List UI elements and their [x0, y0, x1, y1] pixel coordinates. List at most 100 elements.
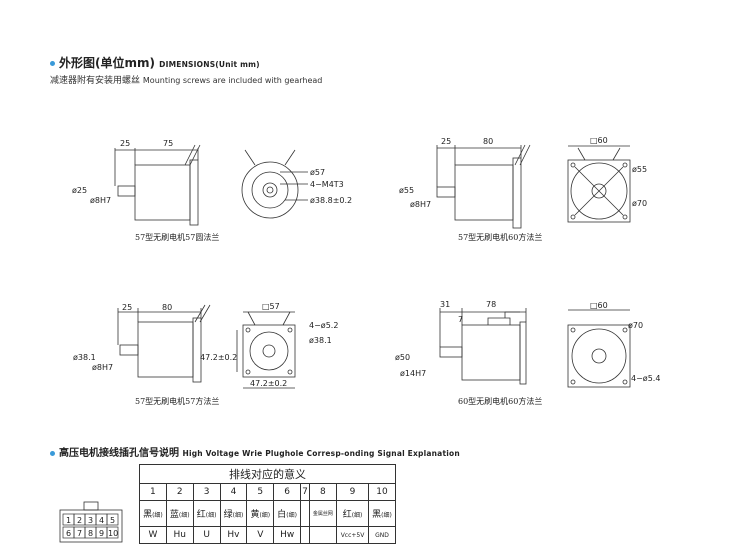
color-name: 红 [342, 510, 352, 520]
d1-dim-a: 25 [120, 139, 130, 148]
d2-caption: 57型无刷电机60方法兰 [458, 232, 542, 242]
signal-table: 排线对应的意义 1 2 3 4 5 6 7 8 9 10 黑(细) 蓝(细) 红… [139, 464, 396, 544]
signal-title-cn: 高压电机接线插孔信号说明 [59, 448, 179, 459]
table-cell: 6 [273, 483, 302, 501]
color-suffix: (细) [259, 512, 271, 519]
table-cell: 8 [308, 483, 338, 501]
pin-label: 8 [88, 529, 93, 538]
table-cell: 黑(细) [368, 500, 396, 527]
d4-caption: 60型无刷电机60方法兰 [458, 396, 542, 406]
d2-shaft-dia: ø55 [399, 186, 414, 195]
table-cell: 白(细) [273, 500, 302, 527]
color-name: 黄 [250, 510, 260, 520]
d3-shaft-fit: ø8H7 [92, 363, 113, 372]
color-suffix: (细) [178, 512, 190, 519]
table-cell: 10 [368, 483, 396, 501]
d2-circle-a: ø55 [632, 165, 647, 174]
color-name: 黑 [143, 510, 153, 520]
table-cell: Vcc+5V [336, 526, 370, 544]
d3-dim-a: 25 [122, 303, 132, 312]
table-cell: 4 [219, 483, 248, 501]
dimensions-subtitle: 减速器附有安装用螺丝 Mounting screws are included … [50, 73, 322, 86]
d4-dim-c: 7 [458, 315, 463, 324]
pin-label: 5 [110, 516, 115, 525]
color-name: 红 [196, 510, 206, 520]
color-suffix: (细) [152, 512, 163, 519]
table-cell: 9 [336, 483, 370, 501]
d4-circle: ø70 [628, 321, 643, 330]
color-name: 白 [277, 510, 287, 520]
d1-pcd: ø38.8±0.2 [310, 196, 352, 205]
d4-shaft-fit: ø14H7 [400, 369, 426, 378]
table-cell: 绿(细) [219, 500, 248, 527]
signal-title: 高压电机接线插孔信号说明 High Voltage Wrie Plughole … [50, 444, 460, 459]
table-cell: 7 [300, 483, 310, 501]
d4-dim-b: 78 [486, 300, 496, 309]
table-cell: 红(细) [336, 500, 370, 527]
table-cell: W [139, 526, 167, 544]
color-name: 黑 [372, 510, 382, 520]
d1-shaft-fit: ø8H7 [90, 196, 111, 205]
d2-square: □60 [590, 136, 608, 145]
d3-square: □57 [262, 302, 280, 311]
color-suffix: (细) [381, 512, 392, 519]
table-cell: U [192, 526, 221, 544]
color-name: 绿 [223, 510, 233, 520]
d1-shaft-dia: ø25 [72, 186, 87, 195]
table-cell [300, 526, 310, 544]
pin-label: 6 [66, 529, 71, 538]
color-suffix: (细) [232, 512, 244, 519]
table-cell: 金属丝网 [308, 500, 338, 527]
d3-pitch-h: 47.2±0.2 [250, 379, 287, 388]
color-suffix: (细) [205, 512, 217, 519]
d3-circle: ø38.1 [309, 336, 332, 345]
table-cell [300, 500, 310, 527]
table-cell: 黄(细) [246, 500, 275, 527]
d2-dim-b: 80 [483, 137, 493, 146]
pin-label: 1 [66, 516, 71, 525]
bullet-icon [50, 450, 55, 456]
d3-shaft-dia: ø38.1 [73, 353, 96, 362]
table-cell: Hw [273, 526, 302, 544]
pin-label: 3 [88, 516, 93, 525]
table-cell: GND [368, 526, 396, 544]
color-suffix: (细) [286, 512, 297, 519]
pin-label: 4 [99, 516, 104, 525]
table-row-numbers: 1 2 3 4 5 6 7 8 9 10 [139, 483, 396, 501]
table-row-colors: 黑(细) 蓝(细) 红(细) 绿(细) 黄(细) 白(细) 金属丝网 红(细) … [139, 500, 396, 527]
table-cell: 蓝(细) [165, 500, 194, 527]
d1-caption: 57型无刷电机57圆法兰 [135, 232, 219, 242]
d2-shaft-fit: ø8H7 [410, 200, 431, 209]
bullet-icon [50, 61, 55, 66]
dimension-drawings: 25 75 ø25 ø8H7 ø57 4−M4T3 ø38.8±0.2 57型无… [72, 136, 660, 406]
table-row-signals: W Hu U Hv V Hw Vcc+5V GND [139, 526, 396, 544]
table-cell: 红(细) [192, 500, 221, 527]
connector-icon: 1 2 3 4 5 6 7 8 9 10 [59, 501, 123, 543]
table-cell: 黑(细) [139, 500, 167, 527]
dimensions-title: 外形图(单位mm) DIMENSIONS(Unit mm) [50, 54, 260, 71]
color-name: 蓝 [169, 510, 179, 520]
subtitle-cn: 减速器附有安装用螺丝 [50, 76, 141, 86]
pin-label: 9 [99, 529, 104, 538]
d2-circle-b: ø70 [632, 199, 647, 208]
title-en: DIMENSIONS(Unit mm) [159, 60, 260, 69]
table-cell: 1 [139, 483, 167, 501]
d1-dim-b: 75 [163, 139, 173, 148]
d4-holes: 4−ø5.4 [631, 374, 660, 383]
d4-shaft-dia: ø50 [395, 353, 410, 362]
table-cell: Hu [165, 526, 194, 544]
table-cell: 2 [165, 483, 194, 501]
d2-dim-a: 25 [441, 137, 451, 146]
table-cell: 5 [246, 483, 275, 501]
pin-label: 10 [108, 529, 118, 538]
d3-dim-b: 80 [162, 303, 172, 312]
color-suffix: (细) [351, 512, 363, 519]
d4-dim-a: 31 [440, 300, 450, 309]
table-cell: V [246, 526, 275, 544]
subtitle-en: Mounting screws are included with gearhe… [142, 76, 323, 85]
d3-holes: 4−ø5.2 [309, 321, 338, 330]
table-cell [308, 526, 338, 544]
table-header: 排线对应的意义 [139, 464, 396, 484]
table-cell: 3 [192, 483, 221, 501]
table-cell: Hv [219, 526, 248, 544]
